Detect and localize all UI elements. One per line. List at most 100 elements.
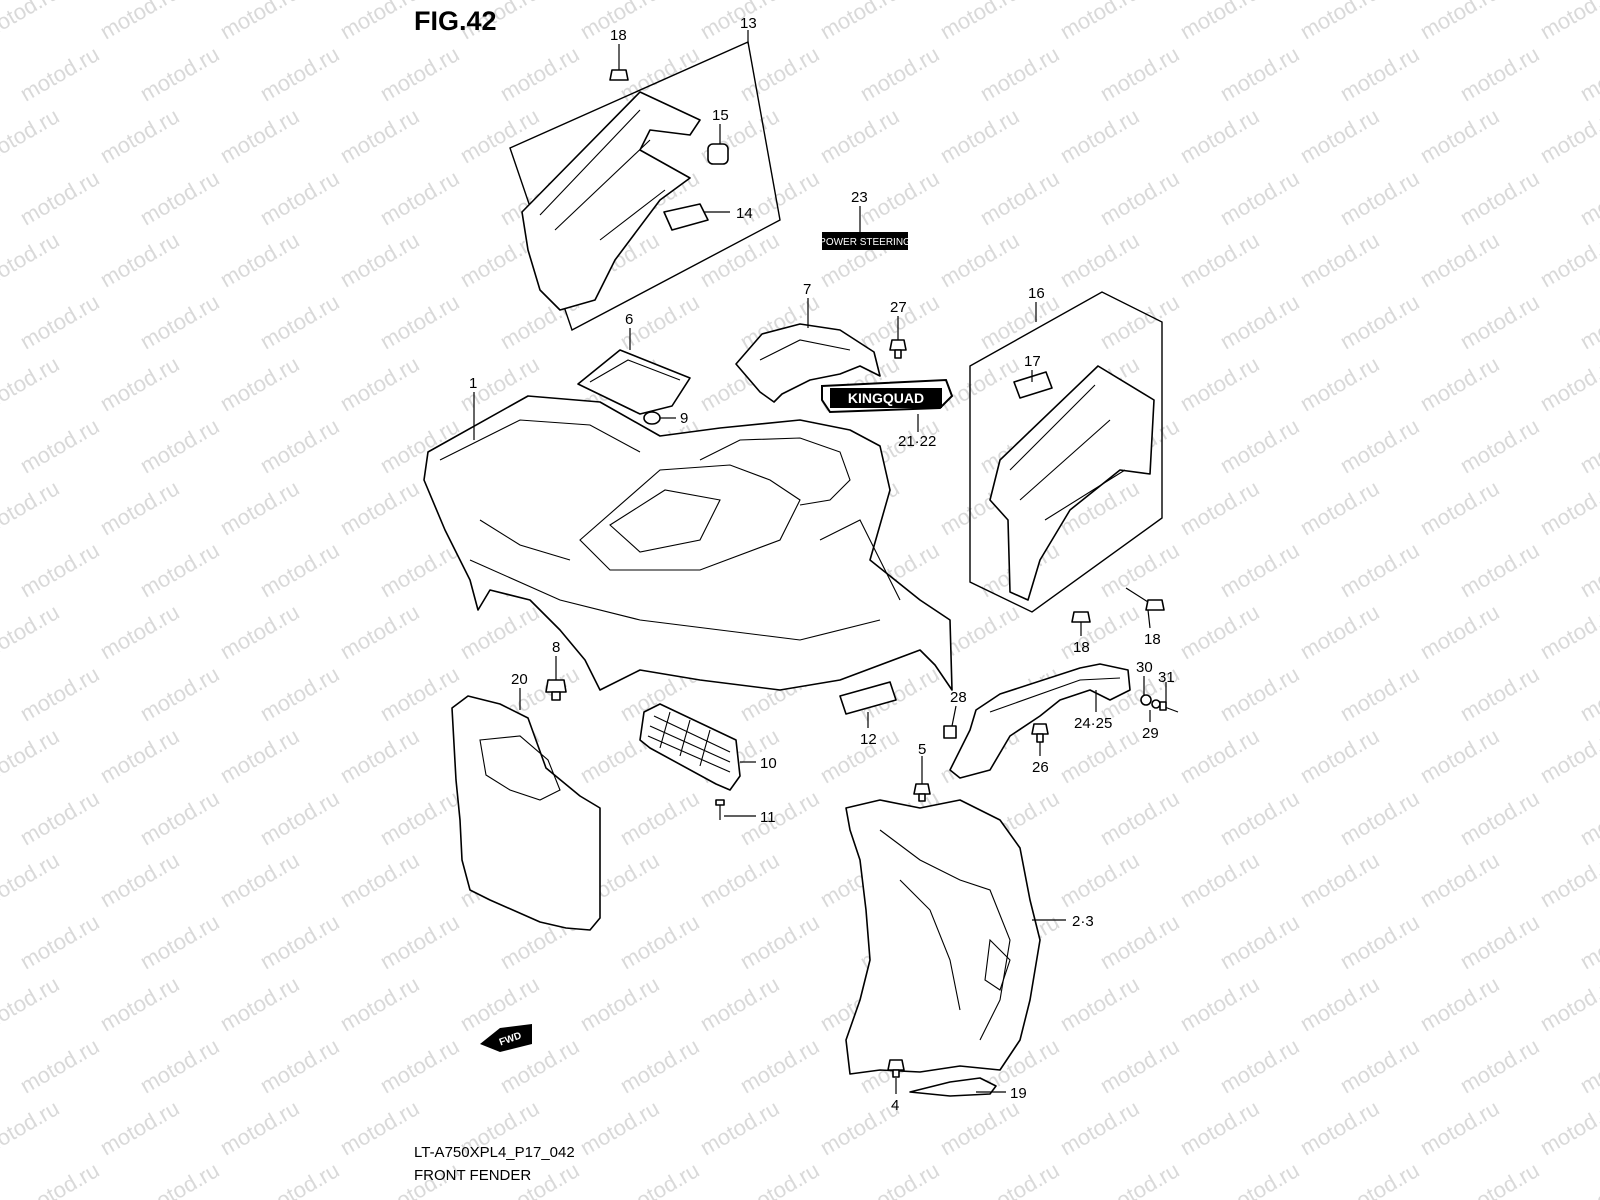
watermark-text: motod.ru: [216, 0, 304, 44]
watermark-text: motod.ru: [456, 103, 544, 168]
watermark-text: motod.ru: [1576, 289, 1600, 354]
watermark-text: motod.ru: [856, 165, 944, 230]
watermark-text: motod.ru: [1216, 537, 1304, 602]
watermark-text: motod.ru: [216, 351, 304, 416]
label-7: 7: [803, 281, 811, 298]
watermark-text: motod.ru: [1576, 661, 1600, 726]
part-28-nut: [943, 725, 957, 739]
watermark-text: motod.ru: [136, 661, 224, 726]
watermark-text: motod.ru: [1536, 475, 1600, 540]
watermark-text: motod.ru: [1176, 227, 1264, 292]
label-23: 23: [851, 189, 868, 206]
watermark-text: motod.ru: [136, 165, 224, 230]
watermark-text: motod.ru: [0, 599, 64, 664]
watermark-text: motod.ru: [1576, 165, 1600, 230]
part-24-25-bracket: [949, 663, 1131, 779]
watermark-text: motod.ru: [1536, 847, 1600, 912]
watermark-text: motod.ru: [1176, 723, 1264, 788]
part-18-clip-b: [1071, 611, 1091, 623]
label-2-3: 2·3: [1072, 913, 1094, 930]
watermark-text: motod.ru: [336, 103, 424, 168]
label-18c: 18: [1144, 631, 1161, 648]
watermark-text: motod.ru: [0, 227, 64, 292]
watermark-text: motod.ru: [616, 785, 704, 850]
part-26-bolt: [1031, 723, 1049, 743]
watermark-text: motod.ru: [16, 661, 104, 726]
label-6: 6: [625, 311, 633, 328]
watermark-text: motod.ru: [1216, 661, 1304, 726]
watermark-text: motod.ru: [736, 1157, 824, 1200]
watermark-text: motod.ru: [976, 289, 1064, 354]
watermark-text: motod.ru: [1096, 289, 1184, 354]
watermark-text: motod.ru: [96, 1095, 184, 1160]
callout-labels: 18 13 15 14 23 7 27 6 9 21·22 1 16 17 18…: [469, 15, 1175, 1114]
watermark-text: motod.ru: [1536, 971, 1600, 1036]
watermark-text: motod.ru: [216, 1095, 304, 1160]
figure-code: LT-A750XPL4_P17_042: [414, 1144, 575, 1161]
watermark-text: motod.ru: [1056, 599, 1144, 664]
watermark-text: motod.ru: [1536, 0, 1600, 44]
watermark-text: motod.ru: [1216, 785, 1304, 850]
watermark-text: motod.ru: [376, 289, 464, 354]
watermark-text: motod.ru: [936, 227, 1024, 292]
watermark-text: motod.ru: [736, 1033, 824, 1098]
watermark-text: motod.ru: [336, 475, 424, 540]
label-21-22: 21·22: [898, 433, 936, 450]
front-fender-main: [423, 395, 953, 691]
watermark-text: motod.ru: [1216, 413, 1304, 478]
figure-title: FIG.42: [414, 6, 497, 36]
watermark-text: motod.ru: [216, 599, 304, 664]
watermark-text: motod.ru: [0, 723, 64, 788]
watermark-text: motod.ru: [1216, 289, 1304, 354]
label-12: 12: [860, 731, 877, 748]
watermark-text: motod.ru: [1416, 971, 1504, 1036]
watermark-text: motod.ru: [1296, 971, 1384, 1036]
part-11-screw: [715, 799, 725, 820]
watermark-text: motod.ru: [216, 847, 304, 912]
watermark-text: motod.ru: [136, 537, 224, 602]
parts-29-30-31-hardware: [1140, 694, 1179, 713]
watermark-text: motod.ru: [696, 971, 784, 1036]
watermark-text: motod.ru: [0, 971, 64, 1036]
watermark-text: motod.ru: [256, 165, 344, 230]
label-13: 13: [740, 15, 757, 32]
label-8: 8: [552, 639, 560, 656]
label-11: 11: [760, 809, 776, 826]
watermark-text: motod.ru: [376, 165, 464, 230]
watermark-text: motod.ru: [16, 785, 104, 850]
watermark-text: motod.ru: [256, 289, 344, 354]
watermark-text: motod.ru: [1336, 413, 1424, 478]
watermark-text: motod.ru: [1336, 909, 1424, 974]
watermark-text: motod.ru: [576, 971, 664, 1036]
watermark-text: motod.ru: [1456, 289, 1544, 354]
watermark-text: motod.ru: [256, 909, 344, 974]
watermark-text: motod.ru: [1296, 351, 1384, 416]
watermark-text: motod.ru: [1536, 227, 1600, 292]
watermark-text: motod.ru: [96, 351, 184, 416]
watermark-text: motod.ru: [496, 41, 584, 106]
watermark-text: motod.ru: [1056, 103, 1144, 168]
watermark-text: motod.ru: [16, 537, 104, 602]
watermark-text: motod.ru: [1336, 289, 1424, 354]
watermark-text: motod.ru: [1056, 847, 1144, 912]
watermark-text: motod.ru: [1056, 227, 1144, 292]
watermark-text: motod.ru: [1416, 599, 1504, 664]
watermark-text: motod.ru: [0, 847, 64, 912]
watermark-text: motod.ru: [1096, 165, 1184, 230]
watermark-text: motod.ru: [1216, 1157, 1304, 1200]
watermark-text: motod.ru: [96, 599, 184, 664]
watermark-text: motod.ru: [256, 1157, 344, 1200]
watermark-text: motod.ru: [1056, 971, 1144, 1036]
watermark-text: motod.ru: [696, 227, 784, 292]
watermark-text: motod.ru: [336, 1095, 424, 1160]
watermark-text: motod.ru: [376, 1033, 464, 1098]
watermark-text: motod.ru: [1576, 413, 1600, 478]
watermark-text: motod.ru: [1176, 0, 1264, 44]
watermark-text: motod.ru: [256, 413, 344, 478]
watermark-text: motod.ru: [1296, 0, 1384, 44]
label-20: 20: [511, 671, 528, 688]
watermark-text: motod.ru: [696, 847, 784, 912]
watermark-text: motod.ru: [336, 847, 424, 912]
watermark-text: motod.ru: [96, 227, 184, 292]
watermark-text: motod.ru: [136, 41, 224, 106]
